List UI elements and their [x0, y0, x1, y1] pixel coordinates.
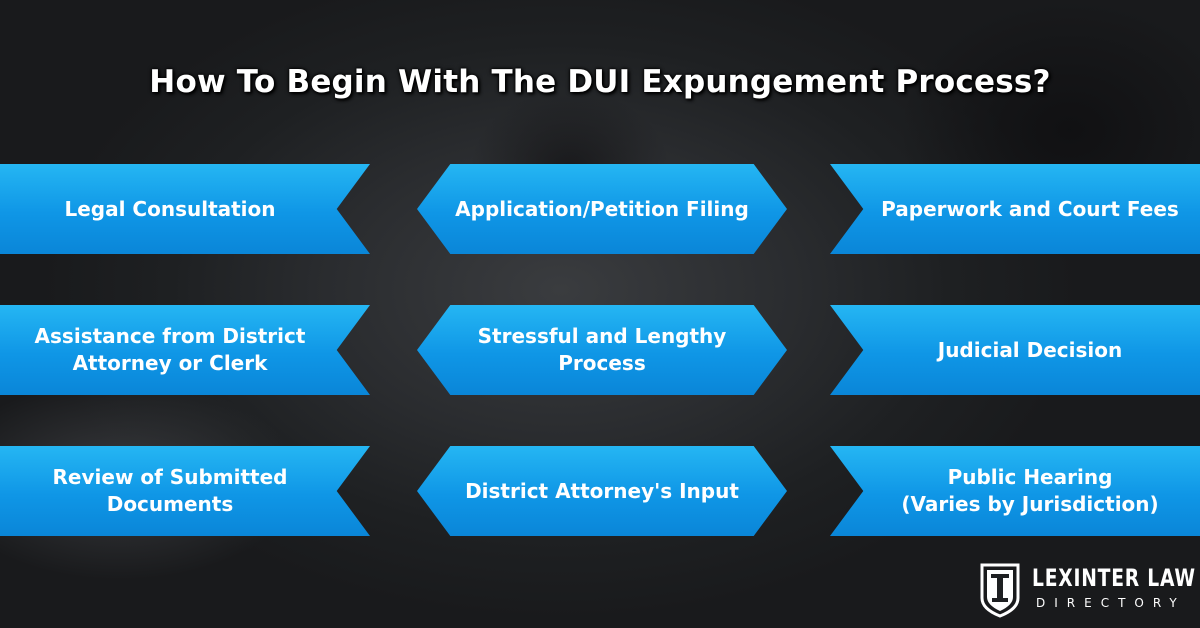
step-label: Paperwork and Court Fees [881, 196, 1179, 221]
step-shape [417, 305, 787, 395]
pillar-shield-icon [978, 562, 1022, 618]
step-label: Stressful and Lengthy Process [477, 324, 727, 375]
step-shape [830, 164, 1200, 254]
logo-subtitle: DIRECTORY [1036, 596, 1186, 610]
logo-wordmark: LEXINTER LAW [1032, 564, 1196, 592]
step-public-hearing: Public Hearing (Varies by Jurisdiction) [830, 446, 1200, 536]
step-label: Application/Petition Filing [455, 196, 749, 221]
step-legal-consultation: Legal Consultation [0, 164, 370, 254]
step-shape [830, 446, 1200, 536]
step-label: District Attorney's Input [465, 478, 739, 503]
step-application-petition-filing: Application/Petition Filing [417, 164, 787, 254]
step-shape [0, 305, 370, 395]
step-shape [830, 305, 1200, 395]
step-shape [0, 446, 370, 536]
step-label: Public Hearing (Varies by Jurisdiction) [901, 465, 1159, 516]
step-label: Assistance from District Attorney or Cle… [34, 324, 306, 375]
page-title: How To Begin With The DUI Expungement Pr… [149, 64, 1051, 100]
step-label: Judicial Decision [937, 337, 1123, 362]
step-shape [0, 164, 370, 254]
step-label: Review of Submitted Documents [52, 465, 288, 516]
step-paperwork-court-fees: Paperwork and Court Fees [830, 164, 1200, 254]
step-assistance-district-attorney: Assistance from District Attorney or Cle… [0, 305, 370, 395]
step-review-submitted-documents: Review of Submitted Documents [0, 446, 370, 536]
step-shape [417, 446, 787, 536]
step-stressful-lengthy-process: Stressful and Lengthy Process [417, 305, 787, 395]
lexinter-law-logo: LEXINTER LAW DIRECTORY [978, 560, 1195, 620]
step-judicial-decision: Judicial Decision [830, 305, 1200, 395]
step-label: Legal Consultation [64, 196, 276, 221]
step-district-attorney-input: District Attorney's Input [417, 446, 787, 536]
step-shape [417, 164, 787, 254]
